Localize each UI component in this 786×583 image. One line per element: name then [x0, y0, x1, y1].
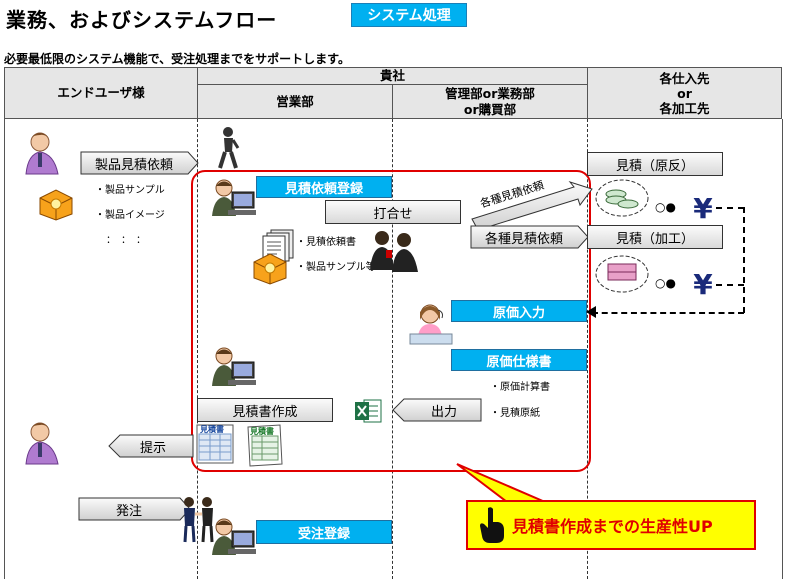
thought-dots-2: ○● — [655, 276, 676, 290]
sales-doc-1: ・見積依頼書 — [296, 233, 356, 248]
meeting-box: 打合せ — [325, 200, 461, 224]
header-suppliers-line1: 各仕入先 — [659, 71, 709, 86]
office-worker-icon — [210, 178, 256, 218]
quote-request-register-box[interactable]: 見積依頼登録 — [256, 176, 392, 198]
material-rolls-thought-icon — [594, 178, 654, 220]
callout-text: 見積書作成までの生産性UP — [512, 508, 752, 542]
header-company: 貴社 — [197, 67, 588, 85]
header-management-line1: 管理部or業務部 — [445, 86, 535, 102]
thought-dots-1: ○● — [655, 200, 676, 214]
header-sales: 営業部 — [197, 84, 393, 119]
product-quote-request-label: 製品見積依頼 — [80, 151, 188, 175]
product-sample-box-icon — [250, 250, 290, 286]
page-title: 業務、およびシステムフロー — [6, 4, 277, 33]
pointing-hand-icon — [478, 506, 506, 544]
walking-salesperson-icon — [216, 126, 240, 170]
system-process-button[interactable]: システム処理 — [351, 3, 467, 27]
yen-icon-2: ¥ — [688, 266, 718, 300]
customer-person-icon — [22, 128, 68, 176]
customer-person-icon-2 — [22, 418, 68, 466]
svg-text:¥: ¥ — [693, 192, 713, 224]
meeting-people-icon — [368, 228, 420, 272]
return-arrowhead-icon — [586, 306, 596, 318]
subtitle: 必要最低限のシステム機能で、受注処理までをサポートします。 — [4, 50, 350, 67]
header-suppliers-line2: or — [677, 86, 692, 101]
svg-text:¥: ¥ — [693, 268, 713, 300]
cost-spec-box[interactable]: 原価仕様書 — [451, 349, 587, 371]
various-quote-request-label: 各種見積依頼 — [470, 225, 578, 249]
quote-create-box: 見積書作成 — [197, 398, 333, 422]
yen-icon: ¥ — [688, 190, 718, 224]
sales-doc-2: ・製品サンプル等 — [296, 258, 376, 273]
quote-doc-label-1: 見積書 — [200, 424, 224, 435]
end-user-item-2: ・製品イメージ — [95, 206, 165, 221]
output-label: 出力 — [404, 398, 484, 422]
order-label: 発注 — [78, 497, 180, 521]
header-management: 管理部or業務部 or購買部 — [392, 84, 588, 119]
cost-doc-1: ・原価計算書 — [490, 378, 550, 393]
product-box-icon — [36, 186, 76, 222]
header-end-user: エンドユーザ様 — [4, 67, 198, 119]
office-worker-icon-3 — [210, 517, 256, 557]
header-suppliers: 各仕入先 or 各加工先 — [587, 67, 782, 119]
office-worker-icon-2 — [210, 346, 256, 388]
quote-doc-label-2: 見積書 — [250, 426, 274, 437]
quote-original-box: 見積（原反） — [587, 152, 723, 176]
cost-input-box[interactable]: 原価入力 — [451, 300, 587, 322]
header-management-line2: or購買部 — [464, 102, 516, 118]
header-suppliers-line3: 各加工先 — [659, 101, 709, 116]
lane-border-left — [4, 119, 5, 579]
return-path-mid — [716, 284, 744, 286]
return-path-vertical — [743, 207, 745, 313]
end-user-item-3: ： ： ： — [106, 231, 146, 246]
lane-border-right — [782, 119, 783, 579]
end-user-item-1: ・製品サンプル — [95, 181, 165, 196]
return-path-bottom — [592, 312, 744, 314]
order-register-box[interactable]: 受注登録 — [256, 520, 392, 544]
return-path-top — [716, 207, 744, 209]
cost-doc-2: ・見積原紙 — [490, 404, 540, 419]
operator-woman-icon — [408, 300, 454, 346]
present-label: 提示 — [120, 434, 186, 458]
excel-icon — [354, 398, 382, 424]
machine-thought-icon — [594, 254, 654, 296]
quote-processing-box: 見積（加工） — [587, 225, 723, 249]
